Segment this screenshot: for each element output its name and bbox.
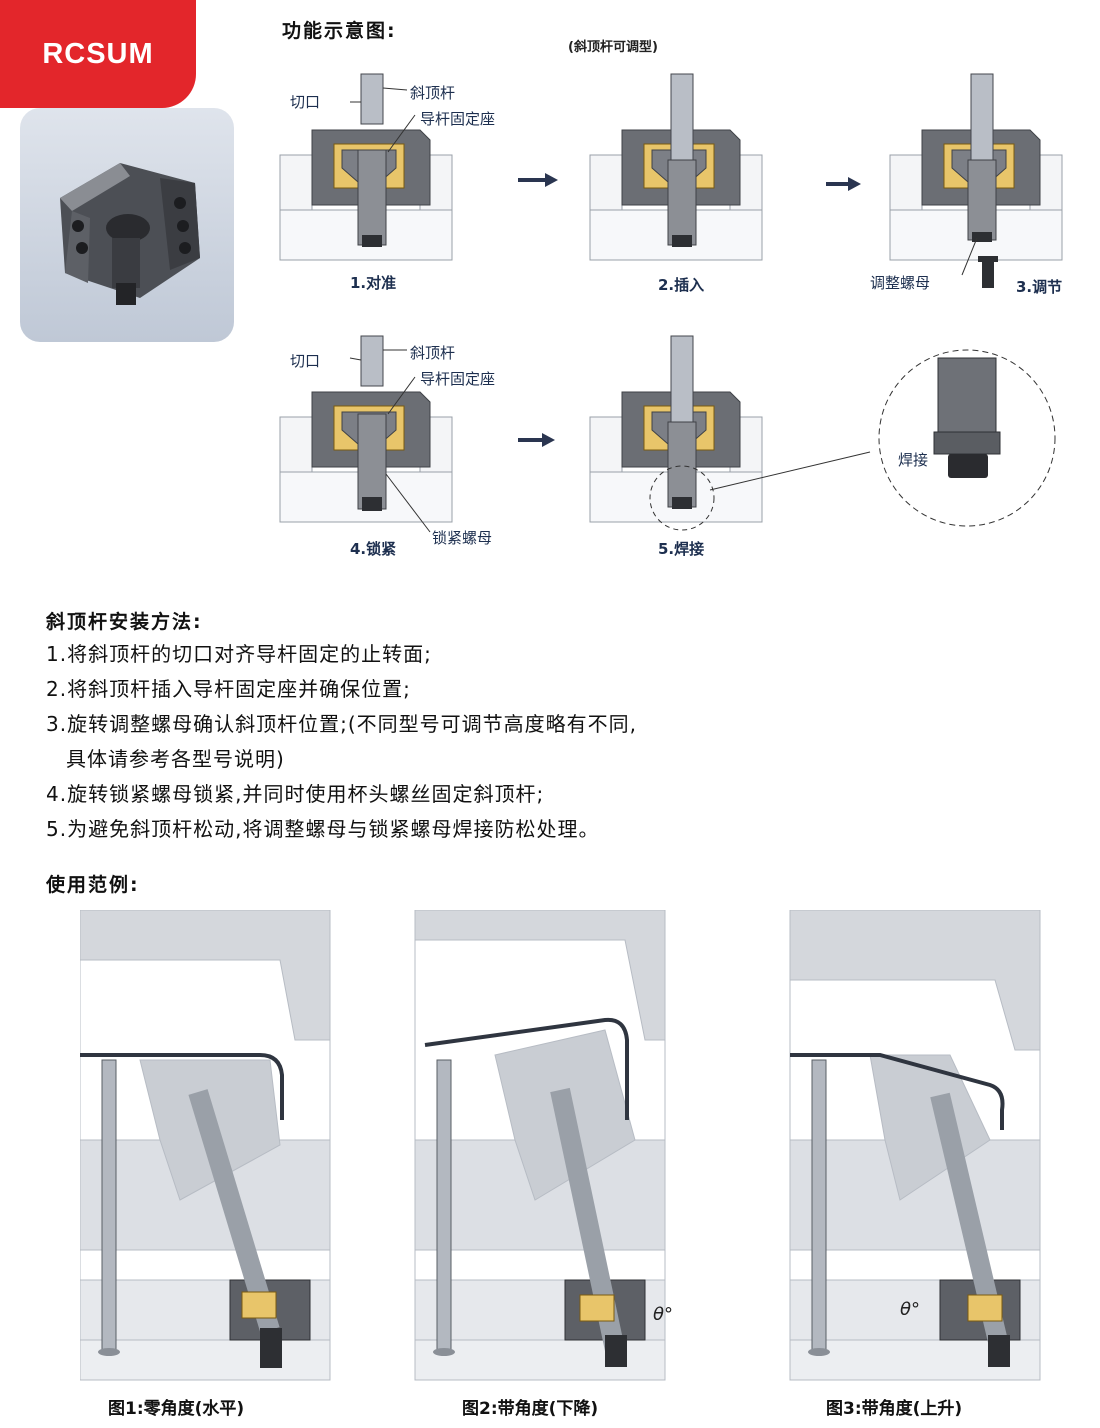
caption-fig1: 图1:零角度(水平) — [108, 1399, 245, 1419]
label-adjust-nut: 调整螺母 — [870, 274, 931, 292]
step3-diagram — [889, 73, 1063, 288]
usage-examples-figure: θ° θ° — [80, 910, 1041, 1381]
step-label-3: 3.调节 — [1016, 278, 1063, 296]
product-illustration — [60, 163, 200, 305]
label-rod-2: 斜顶杆 — [410, 344, 456, 362]
label-rod-1: 斜顶杆 — [410, 84, 456, 102]
step5-diagram — [589, 335, 871, 531]
function-diagram — [279, 73, 1063, 533]
brand-name: RCSUM — [42, 37, 154, 70]
fig2-angle-label: θ° — [653, 1304, 673, 1325]
label-weld: 焊接 — [898, 451, 929, 469]
install-steps: 1.将斜顶杆的切口对齐导杆固定的止转面; 2.将斜顶杆插入导杆固定座并确保位置;… — [46, 637, 637, 847]
caption-fig2: 图2:带角度(下降) — [462, 1399, 599, 1419]
step-label-1: 1.对准 — [350, 274, 397, 292]
brand-logo: RCSUM — [0, 0, 196, 108]
usage-title: 使用范例: — [46, 874, 140, 896]
step-label-5: 5.焊接 — [658, 540, 705, 558]
fig3-angle-up: θ° — [789, 910, 1041, 1381]
install-step-5: 5.为避免斜顶杆松动,将调整螺母与锁紧螺母焊接防松处理。 — [46, 817, 600, 841]
label-seat-1: 导杆固定座 — [420, 110, 496, 128]
step1-diagram — [279, 73, 453, 261]
label-seat-2: 导杆固定座 — [420, 370, 496, 388]
step-label-2: 2.插入 — [658, 276, 705, 294]
diagram-title: 功能示意图: — [282, 20, 397, 42]
install-step-3: 3.旋转调整螺母确认斜顶杆位置;(不同型号可调节高度略有不同, — [46, 712, 637, 736]
label-lock-nut: 锁紧螺母 — [432, 529, 493, 547]
step-label-4: 4.锁紧 — [350, 540, 397, 558]
install-step-3-cont: 具体请参考各型号说明) — [66, 747, 285, 771]
arrow-3 — [518, 433, 555, 447]
install-step-4: 4.旋转锁紧螺母锁紧,并同时使用杯头螺丝固定斜顶杆; — [46, 782, 545, 806]
fig3-angle-label: θ° — [900, 1299, 920, 1320]
step4-diagram — [279, 335, 453, 533]
label-notch-1: 切口 — [290, 93, 321, 111]
fig2-angle-down: θ° — [414, 910, 673, 1381]
weld-zoom-view — [878, 349, 1056, 527]
product-photo — [20, 108, 234, 342]
diagram-subtitle: (斜顶杆可调型) — [568, 40, 658, 55]
fig1-zero-angle — [80, 910, 331, 1381]
caption-fig3: 图3:带角度(上升) — [826, 1399, 963, 1419]
arrow-2 — [826, 177, 861, 191]
arrow-1 — [518, 173, 558, 187]
label-notch-2: 切口 — [290, 352, 321, 370]
install-title: 斜顶杆安装方法: — [46, 611, 203, 633]
install-step-2: 2.将斜顶杆插入导杆固定座并确保位置; — [46, 677, 411, 701]
step2-diagram — [589, 73, 763, 261]
install-step-1: 1.将斜顶杆的切口对齐导杆固定的止转面; — [46, 642, 432, 666]
